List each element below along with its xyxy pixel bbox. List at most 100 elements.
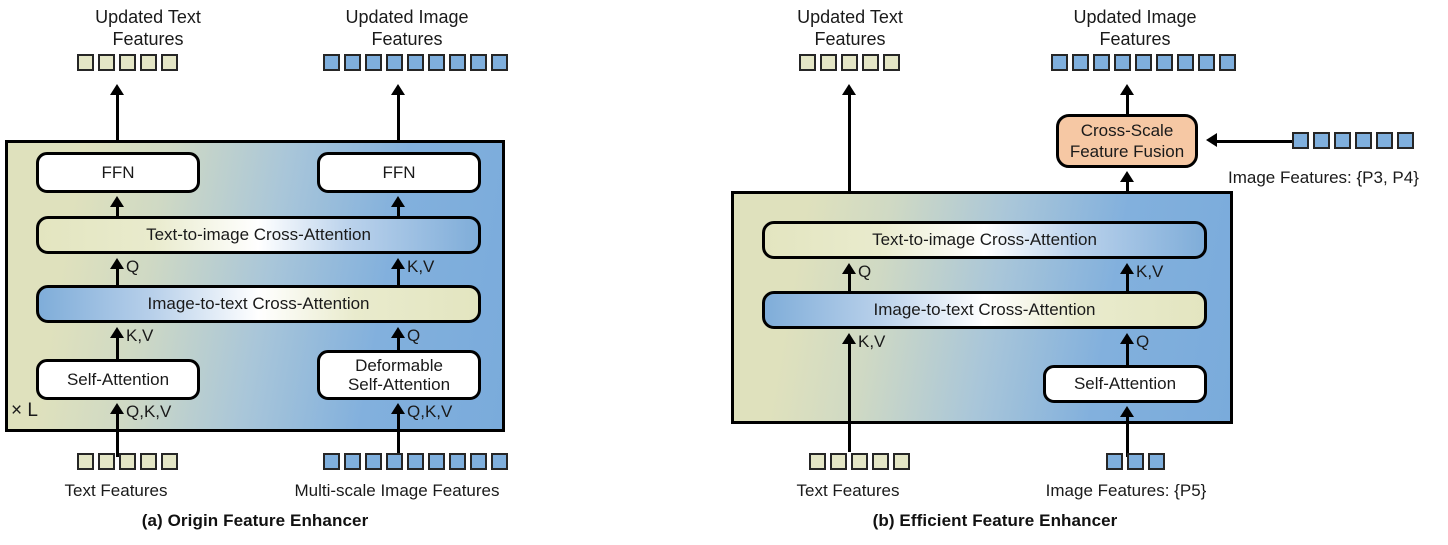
feature-token — [428, 453, 445, 470]
panel-a-deformable-self-attention-block[interactable]: Deformable Self-Attention — [317, 350, 481, 400]
feature-token — [1313, 132, 1330, 149]
feature-token — [1219, 54, 1236, 71]
panel-a-ffn-text-block[interactable]: FFN — [36, 152, 200, 193]
panel-a-ffn-image-block[interactable]: FFN — [317, 152, 481, 193]
feature-token — [119, 453, 136, 470]
panel-b-updated-image-features-label: Updated Image Features — [1073, 7, 1197, 49]
panel-b-image-output-arrow-head — [1120, 84, 1134, 95]
panel-a-image-input-arrow — [391, 403, 405, 414]
panel-b-cross-scale-feature-fusion-block[interactable]: Cross-Scale Feature Fusion — [1056, 114, 1198, 168]
panel-b-i2t-q-label: Q — [1136, 332, 1150, 351]
feature-token — [893, 453, 910, 470]
block-label: Image-to-text Cross-Attention — [873, 300, 1096, 319]
panel-b-i2t-kv-line — [848, 342, 851, 452]
panel-a-i2t-q-label: Q — [407, 326, 421, 345]
feature-token — [1072, 54, 1089, 71]
feature-token — [470, 54, 487, 71]
panel-a-t2i-kv-line — [397, 267, 400, 287]
feature-token — [344, 453, 361, 470]
feature-token — [1376, 132, 1393, 149]
panel-a-multiscale-image-features-label: Multi-scale Image Features — [294, 481, 500, 500]
panel-b-t2i-kv-arrow — [1120, 263, 1134, 274]
panel-b-self-attention-image-block[interactable]: Self-Attention — [1043, 365, 1207, 403]
feature-token — [449, 54, 466, 71]
panel-b-updated-text-token-row — [799, 54, 900, 71]
feature-token — [140, 453, 157, 470]
panel-b-image-output-arrow-line — [1126, 92, 1129, 117]
panel-b-text-features-label: Text Features — [796, 481, 900, 500]
feature-token — [365, 453, 382, 470]
panel-a-image-to-text-cross-attention-block[interactable]: Image-to-text Cross-Attention — [36, 285, 481, 323]
feature-token — [98, 54, 115, 71]
feature-token — [491, 453, 508, 470]
feature-token — [1148, 453, 1165, 470]
block-label: Deformable Self-Attention — [347, 356, 451, 394]
panel-b-updated-image-token-row — [1051, 54, 1236, 71]
panel-b-side-input-line — [1217, 140, 1292, 143]
panel-a-image-output-arrow-line — [397, 92, 400, 144]
panel-a-t2i-kv-arrow — [391, 258, 405, 269]
panel-a-text-output-arrow-head — [110, 84, 124, 95]
feature-token — [809, 453, 826, 470]
panel-b-i2t-kv-label: K,V — [858, 332, 886, 351]
block-label: Text-to-image Cross-Attention — [146, 225, 371, 244]
panel-a-ffn-text-input-arrow — [110, 196, 124, 207]
feature-token — [161, 453, 178, 470]
feature-token — [491, 54, 508, 71]
panel-b-text-to-image-cross-attention-block[interactable]: Text-to-image Cross-Attention — [762, 221, 1207, 259]
feature-token — [407, 54, 424, 71]
feature-token — [883, 54, 900, 71]
feature-token — [1334, 132, 1351, 149]
panel-a-text-features-label: Text Features — [64, 481, 168, 500]
panel-a-updated-text-token-row — [77, 54, 178, 71]
panel-a-text-features-token-row — [77, 453, 178, 470]
feature-token — [1135, 54, 1152, 71]
feature-token — [862, 54, 879, 71]
feature-token — [820, 54, 837, 71]
block-label: Self-Attention — [1073, 374, 1177, 393]
panel-b-image-to-text-cross-attention-block[interactable]: Image-to-text Cross-Attention — [762, 291, 1207, 329]
panel-a-ffn-image-input-arrow — [391, 196, 405, 207]
feature-token — [872, 453, 889, 470]
feature-token — [98, 453, 115, 470]
feature-token — [161, 54, 178, 71]
panel-b-t2i-q-line — [848, 272, 851, 292]
feature-token — [77, 453, 94, 470]
panel-a-updated-image-token-row — [323, 54, 508, 71]
feature-token — [1051, 54, 1068, 71]
panel-b-side-input-arrow-head — [1206, 133, 1217, 147]
panel-a-image-input-label: Q,K,V — [407, 402, 453, 421]
feature-token — [1093, 54, 1110, 71]
feature-token — [407, 453, 424, 470]
panel-b-i2t-kv-arrow — [842, 333, 856, 344]
block-label: Text-to-image Cross-Attention — [872, 230, 1097, 249]
block-label: Cross-Scale Feature Fusion — [1069, 121, 1185, 161]
panel-a-text-input-line — [116, 412, 119, 457]
feature-token — [830, 453, 847, 470]
block-label: FFN — [101, 162, 135, 182]
panel-a-text-to-image-cross-attention-block[interactable]: Text-to-image Cross-Attention — [36, 216, 481, 254]
block-label: FFN — [382, 162, 416, 182]
panel-a-updated-text-features-label: Updated Text Features — [95, 7, 201, 49]
feature-token — [1106, 453, 1123, 470]
panel-b-updated-text-features-label: Updated Text Features — [797, 7, 903, 49]
panel-a-t2i-kv-label: K,V — [407, 257, 435, 276]
feature-token — [1355, 132, 1372, 149]
panel-a-i2t-kv-arrow — [110, 327, 124, 338]
feature-token — [1156, 54, 1173, 71]
feature-token — [1292, 132, 1309, 149]
feature-token — [449, 453, 466, 470]
feature-token — [799, 54, 816, 71]
feature-token — [428, 54, 445, 71]
panel-a-text-output-arrow-line — [116, 92, 119, 144]
feature-token — [365, 54, 382, 71]
feature-token — [1114, 54, 1131, 71]
panel-b-text-features-token-row — [809, 453, 910, 470]
panel-a-i2t-q-line — [397, 336, 400, 359]
panel-a-i2t-q-arrow — [391, 327, 405, 338]
feature-token — [1177, 54, 1194, 71]
panel-a-t2i-q-arrow — [110, 258, 124, 269]
panel-b-t2i-kv-label: K,V — [1136, 262, 1164, 281]
panel-a-self-attention-text-block[interactable]: Self-Attention — [36, 359, 200, 400]
